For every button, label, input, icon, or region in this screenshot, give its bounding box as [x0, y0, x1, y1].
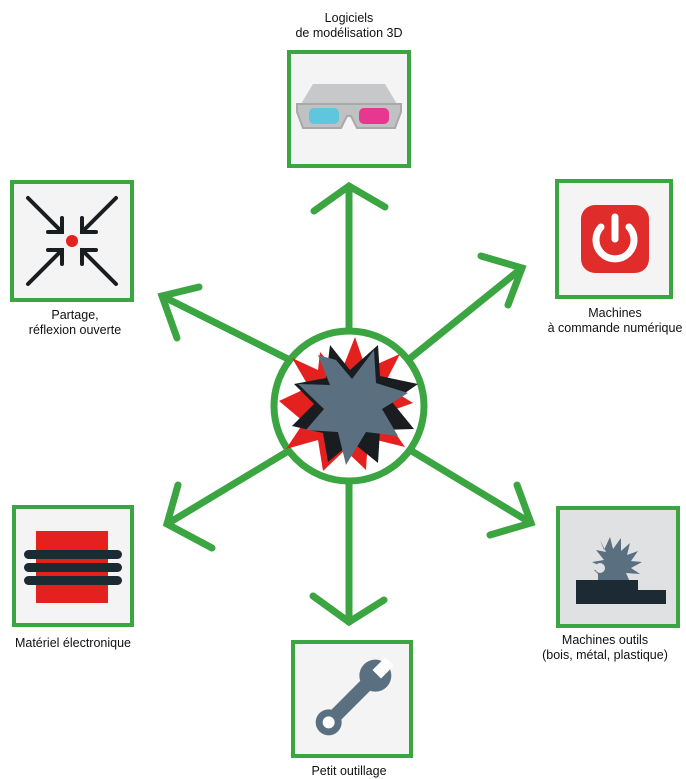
arrowhead-3d-software: [310, 181, 389, 215]
label-machine-tools: Machines outils (bois, métal, plastique): [525, 633, 685, 663]
arrow-to-sharing: [158, 292, 294, 364]
label-3d-software-line1: Logiciels: [324, 11, 374, 25]
node-cnc-machines: [555, 179, 673, 299]
label-machine-tools-line1: Machines outils: [561, 633, 649, 647]
node-machine-tools: [556, 506, 680, 628]
converging-arrows-icon: [26, 196, 118, 286]
label-sharing-line1: Partage,: [51, 308, 99, 322]
circular-saw-icon: [560, 510, 676, 624]
arrow-to-cnc-machines: [404, 264, 526, 364]
node-electronics: [12, 505, 134, 627]
heating-element-icon: [24, 531, 122, 603]
label-3d-software-line2: de modélisation 3D: [295, 26, 403, 40]
label-electronics: Matériel électronique: [14, 636, 132, 650]
label-3d-software: Logiciels de modélisation 3D: [229, 11, 469, 41]
arrow-to-electronics: [163, 446, 294, 528]
wrench-icon: [315, 657, 394, 736]
3d-glasses-icon: [296, 84, 402, 129]
arrowhead-small-tools: [309, 592, 388, 627]
node-small-tools: [291, 640, 413, 758]
arrowhead-sharing: [157, 283, 203, 342]
node-3d-software: [287, 50, 411, 168]
label-cnc-machines-line2: à commande numérique: [547, 321, 683, 335]
arrow-to-machine-tools: [406, 446, 535, 527]
label-cnc-machines: Machines à commande numérique: [525, 306, 686, 336]
node-sharing: [10, 180, 134, 302]
label-sharing: Partage, réflexion ouverte: [0, 308, 150, 338]
arrowhead-electronics: [162, 481, 216, 552]
power-button-icon: [581, 205, 649, 273]
arrowhead-machine-tools: [486, 481, 536, 539]
label-machine-tools-line2: (bois, métal, plastique): [542, 648, 668, 662]
label-sharing-line2: réflexion ouverte: [28, 323, 122, 337]
arrowhead-cnc-machines: [477, 252, 527, 309]
starburst-icon: [279, 337, 418, 471]
label-small-tools: Petit outillage: [311, 764, 387, 778]
label-cnc-machines-line1: Machines: [588, 306, 642, 320]
